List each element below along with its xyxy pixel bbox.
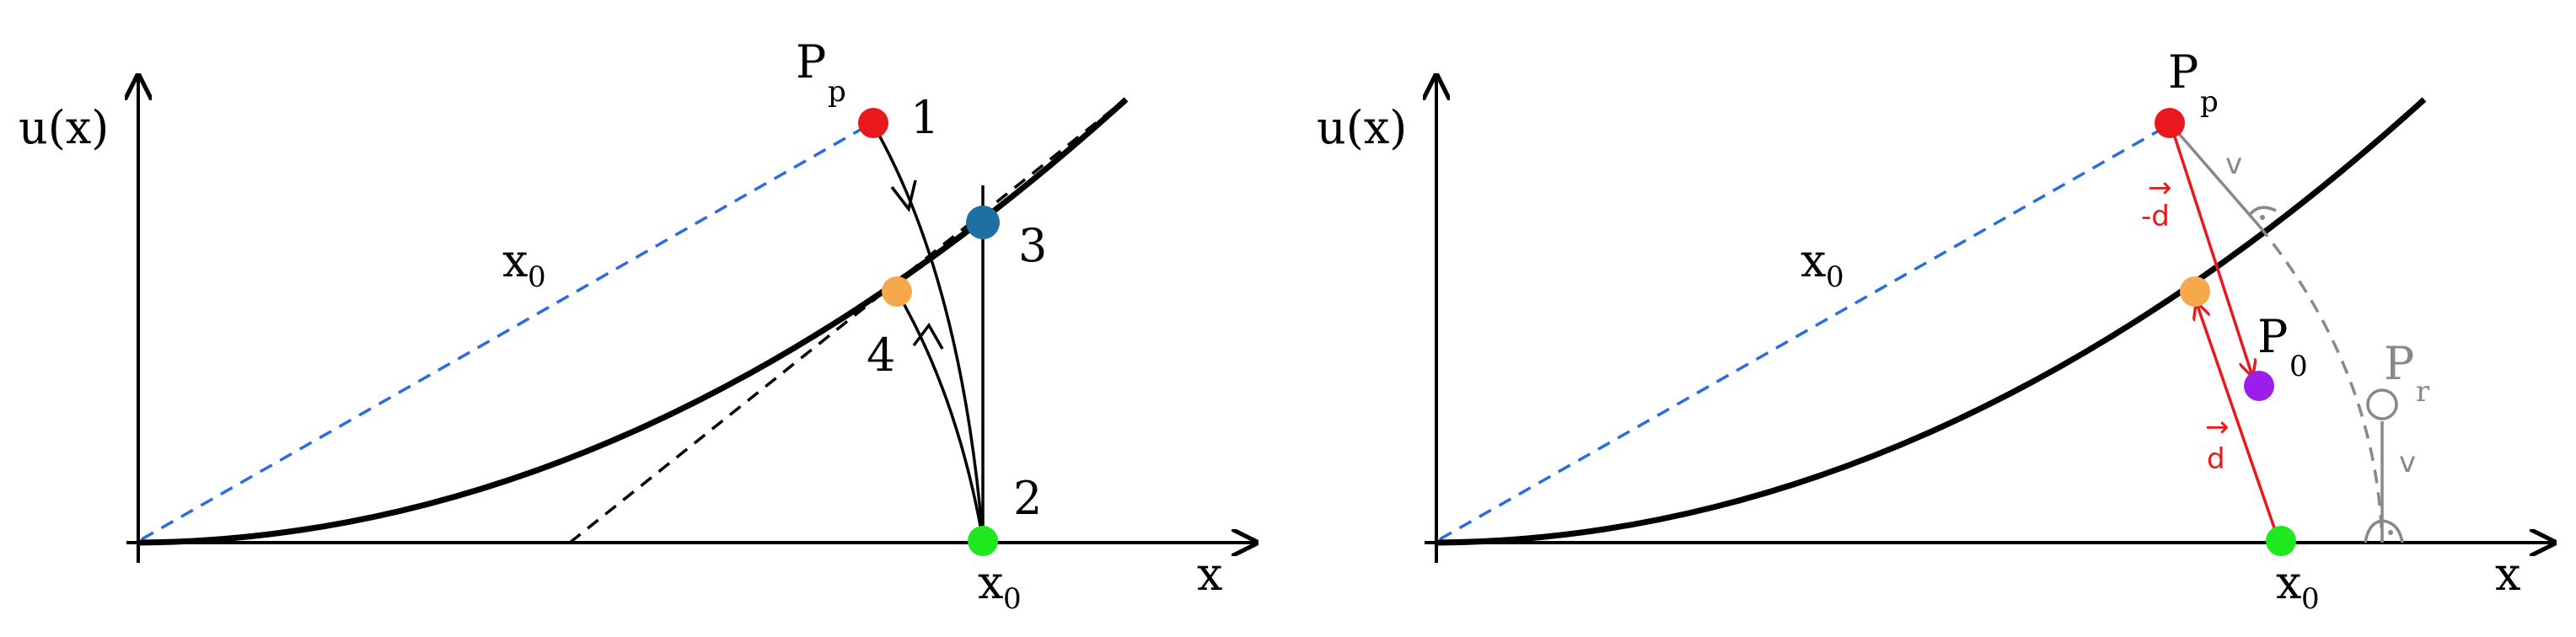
right-right-angle-top-dot bbox=[2260, 215, 2265, 220]
left-bottom-x0-sub: 0 bbox=[1003, 582, 1022, 616]
left-step-label-3: 3 bbox=[1018, 219, 1047, 272]
right-vector-minus-d bbox=[2170, 126, 2252, 376]
right-vector-minus-d-arrow: → bbox=[2148, 171, 2172, 205]
right-blue-dashed-line bbox=[1439, 125, 2167, 541]
left-point-x0 bbox=[968, 526, 998, 556]
left-pp-label: P bbox=[796, 35, 826, 88]
left-pp-label-sub: p bbox=[828, 75, 846, 109]
right-gray-line-top bbox=[2168, 121, 2261, 228]
left-blue-line-label-sub: 0 bbox=[528, 260, 546, 294]
right-bottom-x0-sub: 0 bbox=[2301, 582, 2320, 616]
right-y-axis-label: u(x) bbox=[1317, 101, 1407, 154]
left-point-4 bbox=[882, 276, 912, 307]
right-pr-label: P bbox=[2384, 337, 2414, 390]
right-point-orange bbox=[2180, 276, 2210, 307]
left-point-3 bbox=[966, 206, 1000, 239]
right-v-label-top: v bbox=[2225, 147, 2242, 181]
left-main-curve bbox=[137, 97, 1129, 546]
left-panel: u(x) x x 0 P p x 0 1 2 3 4 bbox=[19, 35, 1256, 616]
right-vector-minus-d-label: -d bbox=[2141, 200, 2170, 233]
left-x-axis-label: x bbox=[1197, 548, 1222, 601]
right-blue-line-label-sub: 0 bbox=[1826, 260, 1844, 294]
right-vector-d-arrow: → bbox=[2205, 410, 2230, 444]
right-pp-label: P bbox=[2168, 46, 2198, 99]
left-y-axis-label: u(x) bbox=[19, 101, 109, 154]
right-v-label-bottom: v bbox=[2399, 446, 2416, 479]
left-point-pp bbox=[858, 108, 888, 138]
right-right-angle-top bbox=[2247, 206, 2277, 217]
right-blue-line-label: x bbox=[1801, 234, 1826, 287]
right-point-pr bbox=[2366, 388, 2398, 420]
right-point-pp bbox=[2155, 108, 2185, 138]
left-tangent-dashed-line bbox=[568, 101, 1123, 544]
left-blue-dashed-line bbox=[141, 126, 864, 541]
right-point-p0 bbox=[2244, 371, 2274, 401]
left-arc-2-to-4 bbox=[895, 291, 985, 540]
right-bottom-x0-label: x bbox=[2276, 556, 2301, 609]
right-vector-d-label: d bbox=[2207, 442, 2225, 476]
right-p0-label-sub: 0 bbox=[2289, 350, 2308, 383]
right-x-axis-label: x bbox=[2495, 548, 2520, 601]
right-panel: u(x) x x 0 P p P 0 P r x 0 → -d → d v v bbox=[1317, 46, 2554, 616]
left-arc-1-to-2 bbox=[872, 124, 985, 540]
right-gray-dashed-arc bbox=[2257, 224, 2384, 543]
left-arc-1-arrowhead bbox=[890, 179, 917, 212]
left-blue-line-label: x bbox=[502, 234, 528, 287]
right-pr-label-sub: r bbox=[2416, 375, 2430, 409]
right-vector-d bbox=[2197, 303, 2279, 538]
right-p0-label: P bbox=[2257, 310, 2288, 363]
right-point-x0 bbox=[2266, 526, 2296, 556]
right-main-curve bbox=[1436, 97, 2427, 546]
right-pp-label-sub: p bbox=[2200, 85, 2219, 119]
left-step-label-2: 2 bbox=[1013, 472, 1042, 525]
right-right-angle-bottom-dot bbox=[2388, 530, 2393, 535]
left-step-label-4: 4 bbox=[867, 329, 895, 382]
right-right-angle-bottom bbox=[2364, 519, 2404, 543]
left-arc-arrowhead-up bbox=[912, 322, 944, 350]
left-bottom-x0-label: x bbox=[978, 556, 1003, 609]
left-step-label-1: 1 bbox=[910, 91, 939, 144]
